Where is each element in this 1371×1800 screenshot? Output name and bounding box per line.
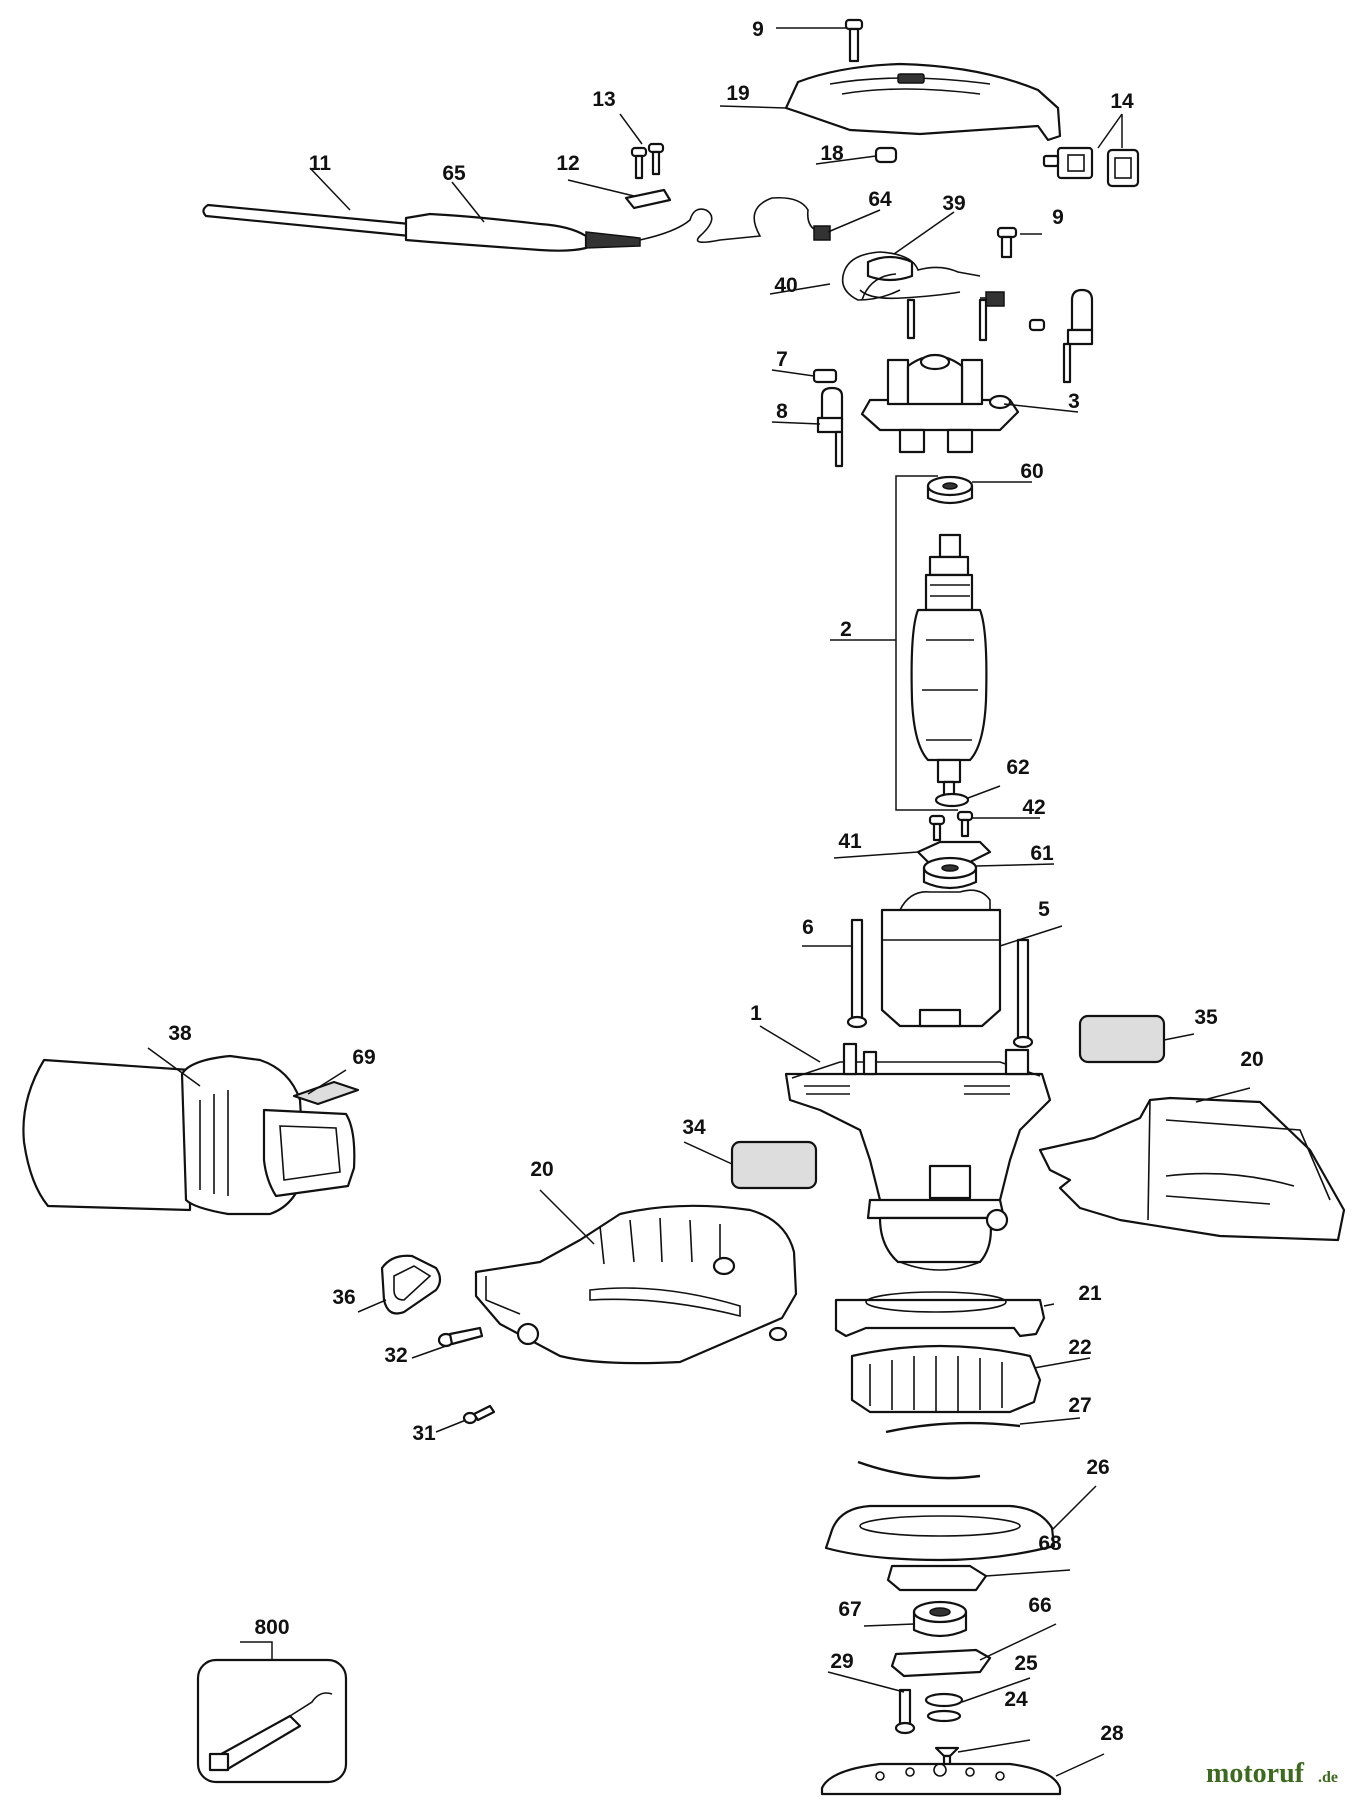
callout-13: 13 — [592, 88, 615, 111]
part-39-40-wiring-harness — [841, 251, 1005, 342]
callout-25: 25 — [1014, 1652, 1038, 1675]
part-25-washers — [924, 1692, 964, 1723]
callout-67: 67 — [838, 1598, 861, 1621]
callout-35: 35 — [1194, 1006, 1218, 1029]
callout-3: 3 — [1068, 390, 1080, 413]
part-60-bearing — [926, 475, 974, 505]
callout-65: 65 — [442, 162, 466, 185]
callout-14: 14 — [1110, 90, 1134, 113]
part-27-springs — [857, 1421, 1021, 1480]
callout-66: 66 — [1028, 1594, 1051, 1617]
callout-11: 11 — [309, 152, 332, 175]
callout-22: 22 — [1068, 1336, 1091, 1359]
part-2-armature — [910, 533, 988, 806]
part-3-end-cap — [860, 353, 1020, 454]
part-29-screw — [894, 1688, 916, 1735]
callout-9-right: 9 — [1052, 206, 1064, 229]
callout-32: 32 — [384, 1344, 407, 1367]
part-800-kit — [196, 1658, 348, 1784]
part-35-label — [1078, 1014, 1166, 1064]
callout-41: 41 — [838, 830, 862, 853]
callout-39: 39 — [942, 192, 965, 215]
callout-24: 24 — [1004, 1688, 1028, 1711]
callout-29: 29 — [830, 1650, 853, 1673]
callout-800: 800 — [254, 1616, 289, 1639]
part-13-screws — [630, 142, 665, 180]
callout-20-right: 20 — [1240, 1048, 1263, 1071]
part-19-top-cover — [784, 62, 1062, 142]
callout-69: 69 — [352, 1046, 375, 1069]
callout-5: 5 — [1038, 898, 1050, 921]
watermark-logo: motoruf .de — [1206, 1758, 1338, 1789]
part-62-washer — [934, 792, 970, 808]
callout-40: 40 — [774, 274, 797, 297]
part-brush-holder-right — [1028, 288, 1094, 384]
callout-12: 12 — [556, 152, 579, 175]
part-66-counterweight — [890, 1648, 992, 1678]
part-11-65-cord-and-strain-relief — [202, 196, 831, 252]
part-20-housing-half-left — [474, 1204, 798, 1365]
callout-9-top: 9 — [752, 18, 764, 41]
part-36-gasket — [380, 1254, 442, 1315]
callout-labels: 9 19 13 14 12 18 11 65 64 39 9 40 7 3 8 … — [168, 18, 1263, 1745]
callout-20-left: 20 — [530, 1158, 553, 1181]
leader-lines — [147, 27, 1251, 1777]
part-61-bearing — [922, 856, 978, 890]
callout-64: 64 — [868, 188, 892, 211]
watermark-brand: motoruf — [1206, 1758, 1305, 1789]
part-22-fan — [850, 1344, 1042, 1414]
part-9-top-screw — [844, 18, 864, 63]
part-8-brush-holder — [816, 386, 844, 468]
part-38-dust-canister — [22, 1054, 356, 1216]
part-5-field-stator — [880, 889, 1002, 1028]
part-34-label — [730, 1140, 818, 1190]
callout-8: 8 — [776, 400, 788, 423]
part-18-pad — [874, 146, 898, 164]
callout-62: 62 — [1006, 756, 1029, 779]
callout-42: 42 — [1022, 796, 1045, 819]
part-32-screw — [437, 1326, 484, 1348]
callout-7: 7 — [776, 348, 788, 371]
part-42-screws — [928, 810, 974, 842]
part-26-base-plate — [824, 1504, 1056, 1562]
part-28-sanding-pad — [820, 1762, 1062, 1796]
callout-28: 28 — [1100, 1722, 1124, 1745]
callout-2: 2 — [840, 618, 852, 641]
part-14-switch — [1042, 146, 1140, 188]
part-31-screw — [462, 1404, 496, 1425]
callout-19: 19 — [726, 82, 749, 105]
part-9-screw-right — [996, 226, 1018, 259]
callout-38: 38 — [168, 1022, 192, 1045]
callout-36: 36 — [332, 1286, 355, 1309]
callout-1: 1 — [750, 1002, 762, 1025]
callout-18: 18 — [820, 142, 844, 165]
callout-68: 68 — [1038, 1532, 1062, 1555]
part-21-shroud-ring — [834, 1291, 1046, 1338]
part-7-carbon-brush — [812, 368, 838, 384]
part-12-cord-clamp — [624, 188, 672, 210]
callout-6: 6 — [802, 916, 814, 939]
callout-21: 21 — [1078, 1282, 1102, 1305]
part-69-label — [292, 1080, 360, 1106]
part-6-long-screws — [846, 918, 1034, 1049]
callout-31: 31 — [412, 1422, 436, 1445]
part-2-bracket — [895, 475, 958, 811]
watermark-suffix: .de — [1318, 1769, 1338, 1786]
part-67-bearing — [912, 1600, 968, 1638]
callout-34: 34 — [682, 1116, 706, 1139]
part-68-nut — [886, 1564, 988, 1592]
callout-61: 61 — [1030, 842, 1054, 865]
callout-27: 27 — [1068, 1394, 1091, 1417]
callout-60: 60 — [1020, 460, 1043, 483]
callout-26: 26 — [1086, 1456, 1109, 1479]
part-1-motor-housing — [784, 1042, 1052, 1271]
part-20-housing-half-right — [1038, 1096, 1346, 1242]
